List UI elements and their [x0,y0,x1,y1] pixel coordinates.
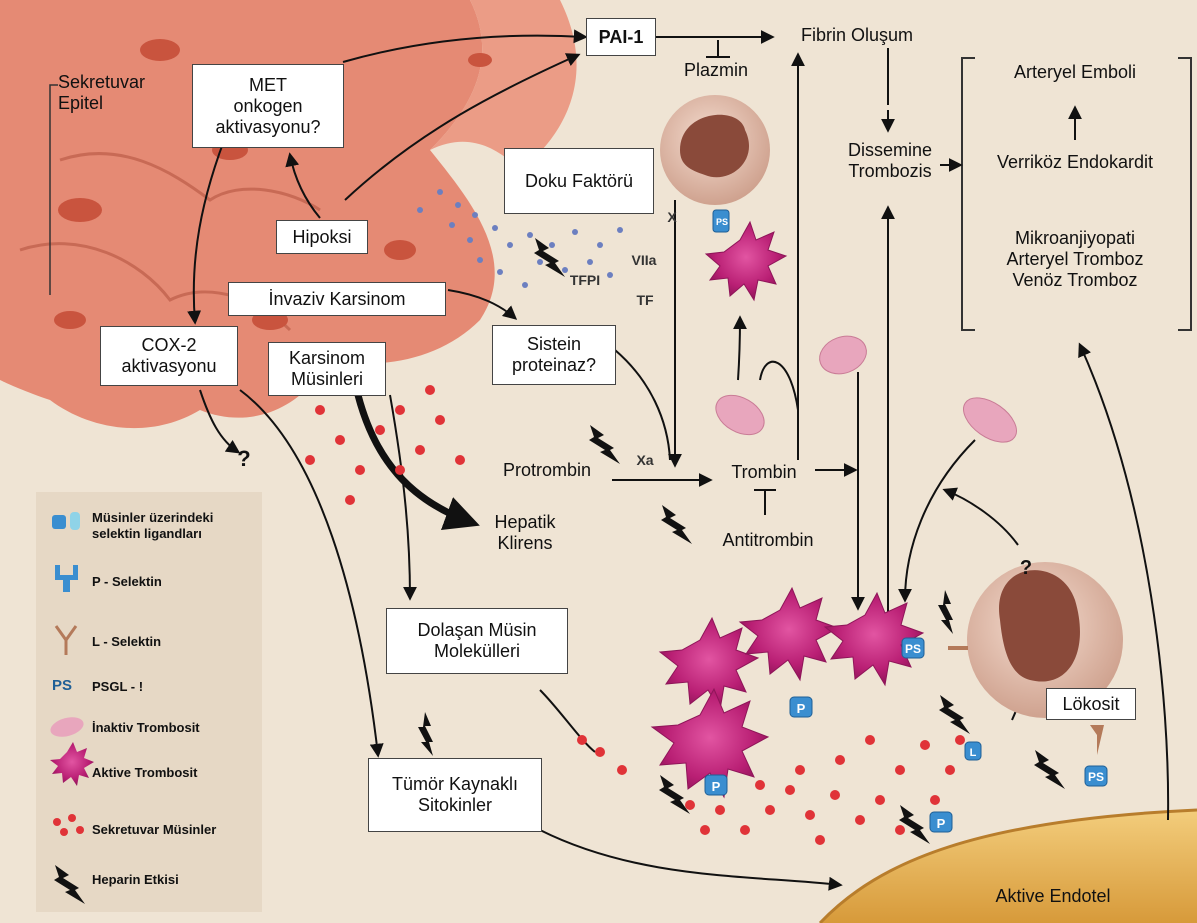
unknown-effect-label: ? [232,448,256,469]
met-box: MET onkogen aktivasyonu? [192,64,344,148]
dolasan-box: Dolaşan Müsin Molekülleri [386,608,568,674]
cox2-box: COX-2 aktivasyonu [100,326,238,386]
factor-viia-label: VIIa [624,250,664,271]
legend-heparin: Heparin Etkisi [92,872,262,888]
plazmin-label: Plazmin [666,60,766,81]
arteryel-emboli-label: Arteryel Emboli [975,62,1175,83]
leukocyte-top [660,95,770,205]
aktive-endotel-label: Aktive Endotel [968,886,1138,907]
hepatik-label: Hepatik Klirens [470,512,580,554]
tf-label: TF [630,290,660,311]
karsinom-musinleri-box: Karsinom Müsinleri [268,342,386,396]
dissemine-label: Dissemine Trombozis [820,140,960,182]
fibrin-label: Fibrin Oluşum [772,25,942,46]
verrikoz-label: Verriköz Endokardit [960,152,1190,173]
protrombin-label: Protrombin [482,460,612,481]
p-receptor-label-2: P [709,776,723,797]
pai1-box: PAI-1 [586,18,656,56]
doku-faktoru-box: Doku Faktörü [504,148,654,214]
invaziv-box: İnvaziv Karsinom [228,282,446,316]
antitrombin-label: Antitrombin [698,530,838,551]
l-receptor-label: L [965,743,981,764]
tfpi-label: TFPI [560,270,610,291]
tumor-box: Tümör Kaynaklı Sitokinler [368,758,542,832]
legend-psgl: PSGL - ! [92,679,262,695]
p-receptor-label: P [794,698,808,719]
trombin-label: Trombin [714,462,814,483]
legend-panel [36,492,262,912]
psgl-icon: PS [52,678,82,694]
ps-receptor-label-2: PS [902,639,924,660]
legend-inactive-platelet: İnaktiv Trombosit [92,720,262,736]
factor-x-label: X [662,207,682,228]
legend-p-selectin: P - Selektin [92,574,262,590]
ps-receptor-label: PS [716,212,728,233]
leukocyte-right [948,562,1123,755]
factor-xa-label: Xa [630,450,660,471]
ps-receptor-label-3: PS [1085,767,1107,788]
legend-l-selectin: L - Selektin [92,634,262,650]
mikro-label: Mikroanjiyopati Arteryel Tromboz Venöz T… [970,228,1180,291]
legend-secretory-mucin: Sekretuvar Müsinler [92,822,262,838]
lokosit-box: Lökosit [1046,688,1136,720]
legend-active-platelet: Aktive Trombosit [92,765,262,781]
p-receptor-label-3: P [934,813,948,834]
leukocyte-question-label: ? [1016,558,1036,579]
sekretuvar-epitel-label: Sekretuvar Epitel [58,72,178,114]
hipoksi-box: Hipoksi [276,220,368,254]
legend-mucin-ligand: Müsinler üzerindeki selektin ligandları [92,510,262,542]
sistein-box: Sistein proteinaz? [492,325,616,385]
